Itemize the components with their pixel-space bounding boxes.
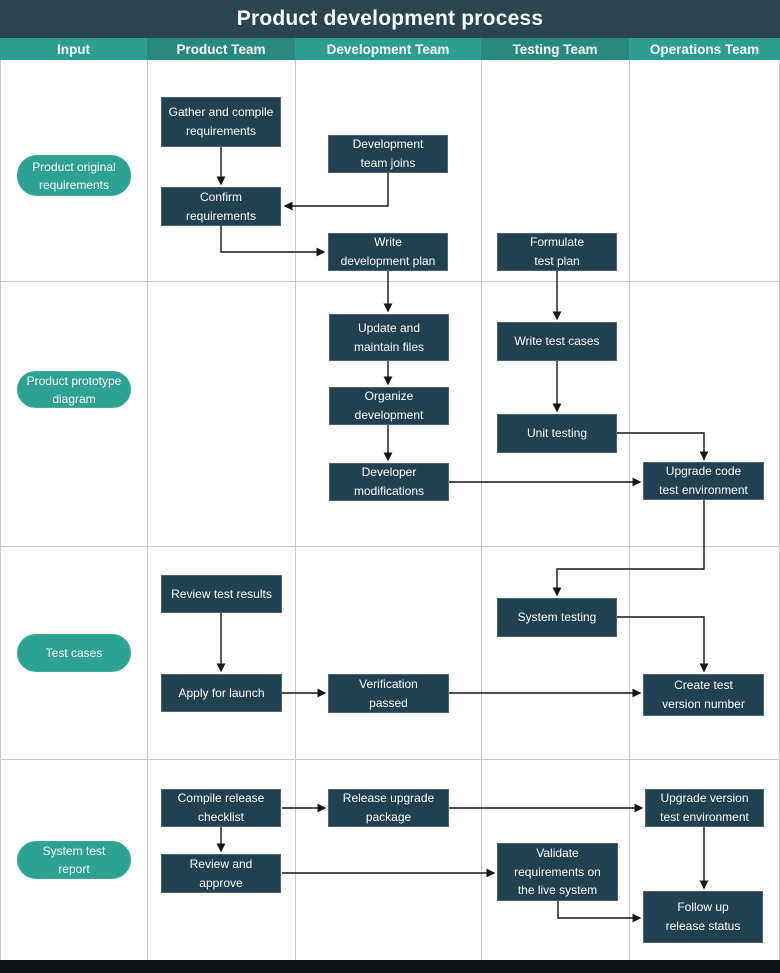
arrow-systemtesting-to-createversion	[617, 616, 709, 673]
lane-header-input: Input	[0, 38, 147, 60]
input-pill-test-cases: Test cases	[17, 634, 131, 672]
node-unit-testing: Unit testing	[497, 414, 617, 453]
node-compile-release-checklist: Compile release checklist	[161, 789, 281, 827]
node-apply-for-launch: Apply for launch	[161, 674, 282, 712]
bottom-bar	[0, 960, 780, 973]
lane-header-operations-team: Operations Team	[629, 38, 780, 60]
node-create-test-version-number: Create test version number	[643, 674, 764, 716]
node-organize-development: Organize development	[329, 387, 449, 425]
lane-header-testing-team: Testing Team	[481, 38, 629, 60]
node-system-testing: System testing	[497, 598, 617, 637]
node-confirm-requirements: Confirm requirements	[161, 187, 281, 226]
node-review-test-results: Review test results	[161, 575, 282, 613]
node-update-maintain-files: Update and maintain files	[329, 314, 449, 361]
node-development-team-joins: Development team joins	[328, 135, 448, 173]
node-write-development-plan: Write development plan	[328, 233, 448, 271]
node-gather-compile-requirements: Gather and compile requirements	[161, 97, 281, 147]
arrow-upgradecode-to-systemtesting	[552, 500, 705, 597]
node-review-and-approve: Review and approve	[161, 854, 281, 893]
arrow-devjoins-to-confirm	[283, 173, 389, 211]
arrow-validate-to-followup	[557, 901, 642, 923]
node-release-upgrade-package: Release upgrade package	[328, 789, 449, 827]
input-pill-system-test-report: System test report	[17, 841, 131, 879]
input-pill-product-original-requirements: Product original requirements	[17, 155, 131, 196]
node-formulate-test-plan: Formulate test plan	[497, 233, 617, 271]
lane-grid	[0, 60, 780, 960]
diagram-title: Product development process	[0, 0, 780, 38]
node-upgrade-version-test-environment: Upgrade version test environment	[645, 789, 764, 827]
node-upgrade-code-test-environment: Upgrade code test environment	[643, 462, 764, 500]
lane-header-product-team: Product Team	[147, 38, 295, 60]
arrow-confirm-to-writeplan	[220, 226, 326, 257]
lane-header-development-team: Development Team	[295, 38, 481, 60]
arrow-unittesting-to-upgradecode	[617, 432, 709, 461]
input-pill-product-prototype-diagram: Product prototype diagram	[17, 371, 131, 408]
node-verification-passed: Verification passed	[328, 674, 449, 713]
node-follow-up-release-status: Follow up release status	[643, 891, 763, 943]
lane-header-row: Input Product Team Development Team Test…	[0, 38, 780, 60]
node-developer-modifications: Developer modifications	[329, 463, 449, 501]
node-validate-requirements-live-system: Validate requirements on the live system	[497, 843, 618, 901]
node-write-test-cases: Write test cases	[497, 322, 617, 361]
